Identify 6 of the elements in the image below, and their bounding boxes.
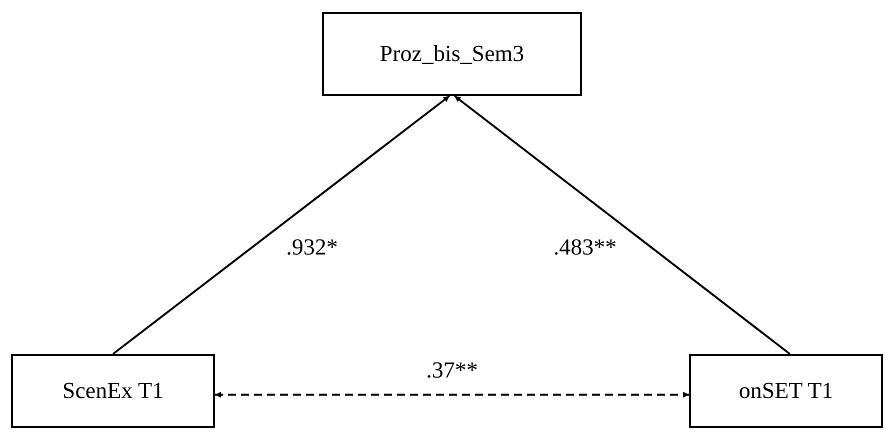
variable-box: onSET T1 (689, 354, 883, 428)
variable-box: ScenEx T1 (11, 354, 215, 428)
arrow (112, 95, 450, 355)
variable-box: Proz_bis_Sem3 (322, 12, 582, 96)
arrow (454, 95, 790, 355)
arrow (215, 392, 689, 398)
